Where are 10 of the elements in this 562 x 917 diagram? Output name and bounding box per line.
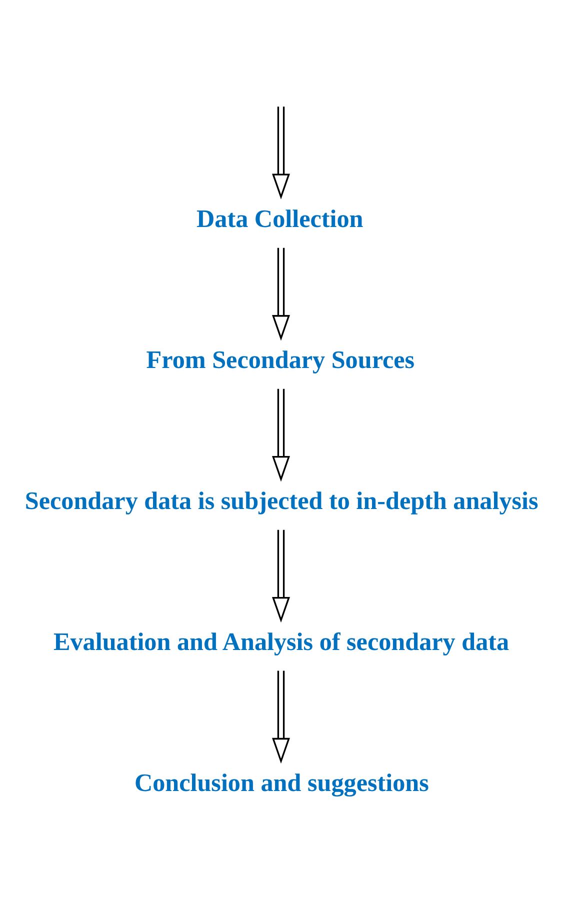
arrow: [272, 530, 290, 623]
node-text: Conclusion and suggestions: [134, 770, 429, 798]
arrow: [272, 670, 290, 764]
node-text: Secondary data is subjected to in-depth analysis: [24, 488, 538, 516]
arrow: [272, 106, 290, 200]
node-text: Evaluation and Analysis of secondary data: [54, 629, 510, 656]
arrow: [272, 248, 290, 341]
node-text: Data Collection: [196, 206, 364, 234]
node-text: From Secondary Sources: [146, 347, 415, 374]
arrow: [272, 388, 290, 482]
